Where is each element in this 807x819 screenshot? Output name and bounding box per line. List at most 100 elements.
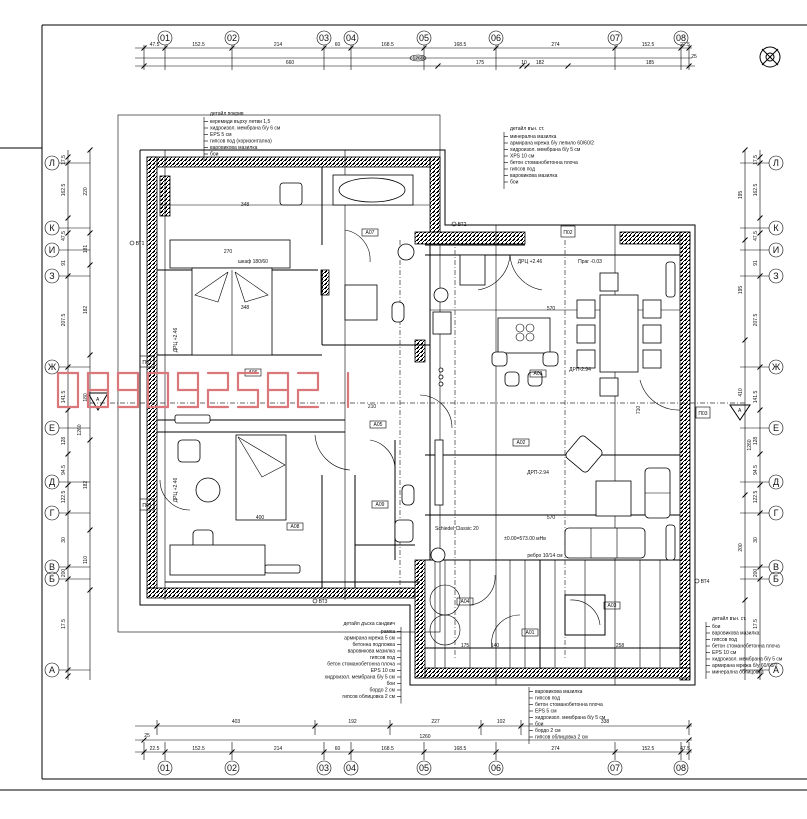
section-marker-label: A [96,397,100,403]
axis-label: Л [773,158,779,168]
dimension-tick [742,237,748,243]
note-line: гипсов под [370,655,395,661]
axis-bubble [157,30,173,46]
watermark-digit [146,371,170,409]
room-tag-box [369,420,387,429]
room-tag: A01 [526,630,535,636]
dimension-label: 47.5 [150,42,160,48]
stove-dot [438,374,444,380]
dining-chair [576,324,596,344]
axis-label: 08 [676,33,686,43]
watermark-digit [56,371,80,409]
axis-bubble [343,760,359,776]
toilet [391,301,405,323]
plan-labels: A07A06A05A08A09A03A02A04A01A03П01П01П02П… [129,202,711,649]
annotation-lintel-1: ДРП-2.94 [569,367,591,373]
kitchen-hob-ring [433,287,449,303]
dimension-tick [435,63,441,69]
axis-label: З [49,271,54,281]
axis-bubble [488,760,504,776]
dimension-tick [757,673,763,679]
dimension-tick [757,407,763,413]
axis-label: 01 [160,763,170,773]
dimension-tick [742,337,748,343]
dimension-label: 207.5 [753,314,759,327]
dining-chair [599,377,619,397]
building-plan: A07A06A05A08A09A03A02A04A01A03П01П01П02П… [90,114,745,686]
dimension-label: 200 [61,569,67,578]
dimension-label: 185 [646,60,655,66]
dimension-label: 182 [83,481,89,490]
dimension-label: 220 [83,187,89,196]
note-line: минерална облицовка [712,670,764,676]
dimension-label: 180 [83,393,89,402]
dimension-tick [87,147,93,153]
axis-bubble [673,760,689,776]
wall [146,587,416,599]
dimension-tick [742,492,748,498]
wall [146,156,441,168]
note-line: хидроизол. мембрана б/у 5 см [510,147,581,153]
annotation-dim-175: 175 [461,643,470,649]
note-line: хидроизол. мембрана б/у 5 см [712,657,783,663]
axis-bubble [607,30,623,46]
bottom-room-grid [434,560,661,668]
dimension-tick [757,154,763,160]
bar-stool [491,351,508,367]
dining-chair [642,324,662,344]
note-line: гипсов под [712,637,737,643]
furniture [169,174,676,646]
dimension-label: 17.5 [61,619,67,629]
armchair [565,435,603,473]
wall [414,339,426,363]
axis-label: Ж [48,362,57,372]
radiator [264,564,301,574]
annotation-door-left-2: ДРЦ +2.46 [173,478,179,503]
room-tag: A02 [517,440,526,446]
dimension-label: 122.5 [753,491,759,504]
annotation-dim-710: 710 [636,406,642,415]
dimension-tick [742,597,748,603]
axis-bubble [416,760,432,776]
dimension-label: 94.5 [753,465,759,475]
axis-label: Г [774,508,779,518]
opening-tag: П02 [563,230,572,236]
axis-label: 04 [346,763,356,773]
note-line: хидроизол. мембрана б/у 5 см [535,715,606,721]
dimension-label: 181 [83,245,89,254]
annotation-dim-258: 258 [616,643,625,649]
dimension-label: 403 [232,719,241,725]
note-line: гипсов под [510,167,535,173]
dimension-label: 128 [61,437,67,446]
note-line: EPS 5 см [535,709,557,715]
dimension-label: 25 [144,733,150,739]
axis-bubble [343,30,359,46]
dimension-label: 10 [521,60,527,66]
note-line: EPS 5 см [210,132,232,138]
dimension-label: 141.5 [753,391,759,404]
opening-tag-box [139,355,155,368]
note-line: бетон стоманобетонна плоча [327,662,395,668]
axis-label: 06 [491,763,501,773]
axis-label: В [49,562,55,572]
note-line: бетон стоманобетонна плоча [510,160,578,166]
axis-label: А [773,665,779,675]
dimension-tick [742,147,748,153]
dimension-label: 122.5 [61,491,67,504]
dimension-label: 274 [551,42,560,48]
room-tag: A07 [366,230,375,236]
axis-bubble [316,30,332,46]
opening-tag-box [139,498,155,511]
vent-icon [694,578,700,584]
door-swings [159,229,681,649]
section-marker-right: A [729,404,751,421]
coffee-table [595,480,632,517]
note-title: детайл вън. ст. [712,615,746,622]
dimension-tick [757,482,763,488]
dimension-tick [65,154,71,160]
axis-label: 04 [346,33,356,43]
dimension-label: 17.5 [753,155,759,165]
wall [414,667,691,679]
dimension-tick [686,63,692,69]
